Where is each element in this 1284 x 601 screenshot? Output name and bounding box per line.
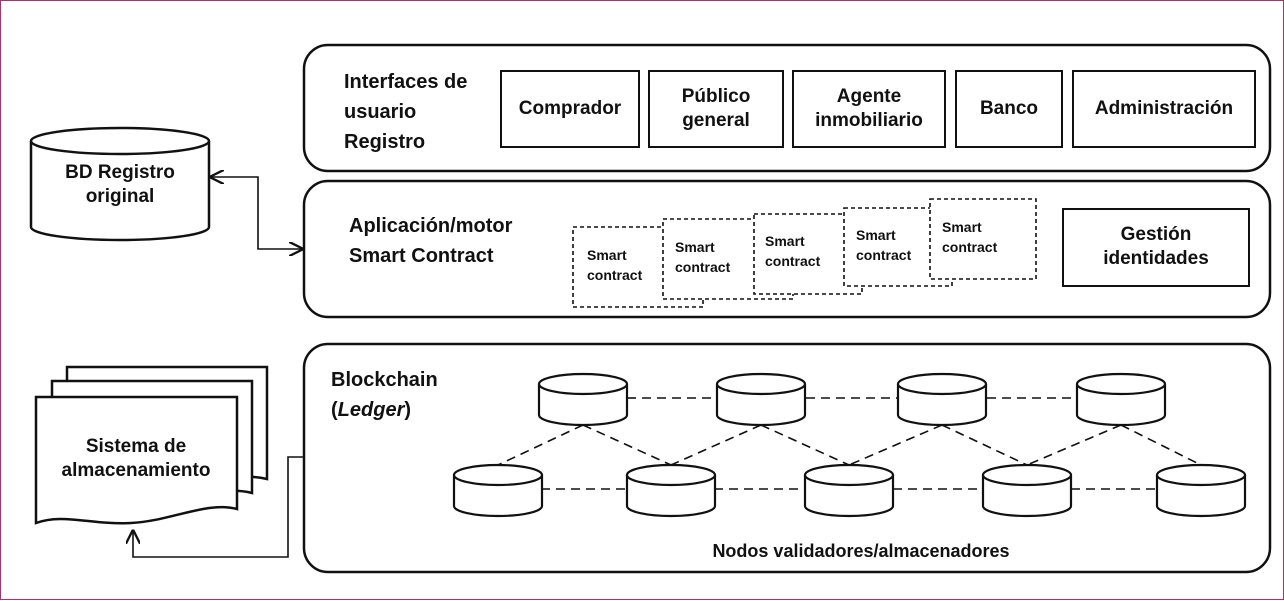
smart-contract-1-line2: contract: [587, 267, 643, 283]
nodes-caption-text: Nodos validadores/almacenadores: [712, 541, 1010, 561]
paren-open: (: [331, 399, 338, 421]
storage-label-line2: almacenamiento: [61, 460, 211, 481]
validator-node-5: [452, 463, 544, 518]
smart-contract-label-4: Smart contract: [856, 225, 911, 265]
interfaces-title-line2: usuario: [344, 101, 417, 123]
validator-node-3: [896, 372, 988, 427]
database-label-line1: BD Registro: [65, 162, 175, 183]
identity-line1: Gestión: [1120, 224, 1192, 245]
smart-contract-5-line1: Smart: [942, 219, 982, 235]
smart-contract-3-line1: Smart: [765, 233, 805, 249]
interface-box-comprador: [500, 70, 640, 148]
interface-box-agente: [792, 70, 946, 148]
identity-management-label: Gestión identidades: [1063, 223, 1249, 271]
db-app-connector: [211, 177, 302, 249]
node-network-edges: [497, 397, 1202, 490]
label-publico-general: Público general: [649, 85, 783, 133]
storage-label: Sistema de almacenamiento: [36, 435, 236, 483]
validator-node-2: [715, 372, 807, 427]
label-agente-inmobiliario: Agente inmobiliario: [793, 85, 945, 133]
validator-node-8: [981, 463, 1073, 518]
nodes-caption: Nodos validadores/almacenadores: [601, 539, 1121, 563]
validator-node-9: [1155, 463, 1247, 518]
smart-contract-5-line2: contract: [942, 239, 998, 255]
interface-box-publico: [648, 70, 784, 148]
database-label: BD Registro original: [31, 161, 209, 209]
smart-contract-label-3: Smart contract: [765, 231, 820, 271]
paren-close: ): [404, 399, 412, 421]
smart-contract-box-5: [929, 198, 1037, 280]
interfaces-title-line1: Interfaces de: [344, 71, 468, 93]
blockchain-title-line1: Blockchain: [331, 369, 438, 391]
label-publico-line1: Público: [681, 86, 751, 107]
label-administracion-line1: Administración: [1094, 98, 1234, 119]
blockchain-title-line2: (Ledger): [331, 395, 438, 425]
interface-box-administracion: [1072, 70, 1256, 148]
application-title-line2: Smart Contract: [349, 245, 494, 267]
label-administracion: Administración: [1073, 97, 1255, 121]
label-publico-line2: general: [682, 110, 750, 131]
application-title-line1: Aplicación/motor: [349, 215, 513, 237]
smart-contract-2-line1: Smart: [675, 239, 715, 255]
label-banco-line1: Banco: [979, 98, 1039, 119]
validator-node-7: [803, 463, 895, 518]
database-label-line2: original: [85, 186, 155, 207]
smart-contract-2-line2: contract: [675, 259, 731, 275]
validator-node-1: [537, 372, 629, 427]
storage-label-line1: Sistema de: [85, 436, 187, 457]
smart-contract-label-1: Smart contract: [587, 245, 642, 285]
smart-contract-3-line2: contract: [765, 253, 821, 269]
blockchain-storage-connector: [133, 456, 304, 558]
interfaces-title: Interfaces de usuario Registro: [344, 67, 467, 157]
validator-node-6: [625, 463, 717, 518]
interfaces-title-line3: Registro: [344, 131, 426, 153]
smart-contract-1-line1: Smart: [587, 247, 627, 263]
label-agente-line1: Agente: [836, 86, 902, 107]
storage-documents: [34, 365, 269, 525]
ledger-italic: Ledger: [337, 399, 405, 421]
identity-management-box: [1062, 208, 1250, 287]
smart-contract-label-2: Smart contract: [675, 237, 730, 277]
label-agente-line2: inmobiliario: [815, 110, 923, 131]
application-title: Aplicación/motor Smart Contract: [349, 211, 512, 271]
validator-node-4: [1075, 372, 1167, 427]
identity-line2: identidades: [1103, 248, 1209, 269]
label-comprador-line1: Comprador: [518, 98, 622, 119]
database-cylinder: [29, 126, 211, 242]
smart-contract-4-line1: Smart: [856, 227, 896, 243]
label-banco: Banco: [956, 97, 1062, 121]
smart-contract-label-5: Smart contract: [942, 217, 997, 257]
smart-contract-4-line2: contract: [856, 247, 912, 263]
label-comprador: Comprador: [501, 97, 639, 121]
interface-box-banco: [955, 70, 1063, 148]
blockchain-title: Blockchain (Ledger): [331, 365, 438, 425]
